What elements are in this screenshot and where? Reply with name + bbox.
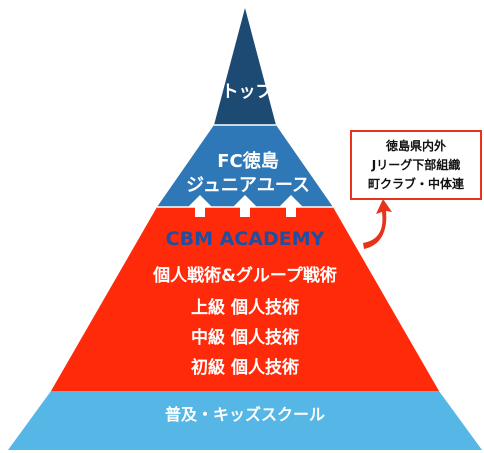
- top-tier-label: トップ: [221, 82, 273, 102]
- academy-title: CBM ACADEMY: [165, 228, 325, 250]
- callout-line-2: Jリーグ下部組織: [371, 158, 461, 172]
- academy-line-3: 中級 個人技術: [191, 328, 299, 348]
- callout-line-3: 町クラブ・中体連: [367, 177, 464, 191]
- academy-line-1: 個人戦術&グループ戦術: [153, 266, 337, 286]
- up-arrow-icon: [188, 195, 212, 217]
- youth-tier-label-line2: ジュニアユース: [186, 175, 310, 196]
- callout-line-1: 徳島県内外: [385, 139, 446, 153]
- youth-tier: [157, 125, 333, 207]
- base-tier: [8, 391, 482, 450]
- academy-line-2: 上級 個人技術: [191, 298, 299, 318]
- academy-line-4: 初級 個人技術: [191, 358, 299, 378]
- academy-tier: [51, 207, 439, 391]
- callout-box: 徳島県内外 Jリーグ下部組織 町クラブ・中体連: [350, 130, 482, 200]
- base-tier-label: 普及・キッズスクール: [164, 405, 326, 424]
- up-arrow-icon: [279, 195, 303, 217]
- top-tier: [214, 8, 276, 125]
- up-arrow-icon: [233, 195, 257, 217]
- curved-arrow-icon: [363, 199, 392, 249]
- youth-tier-label-line1: FC徳島: [217, 151, 279, 172]
